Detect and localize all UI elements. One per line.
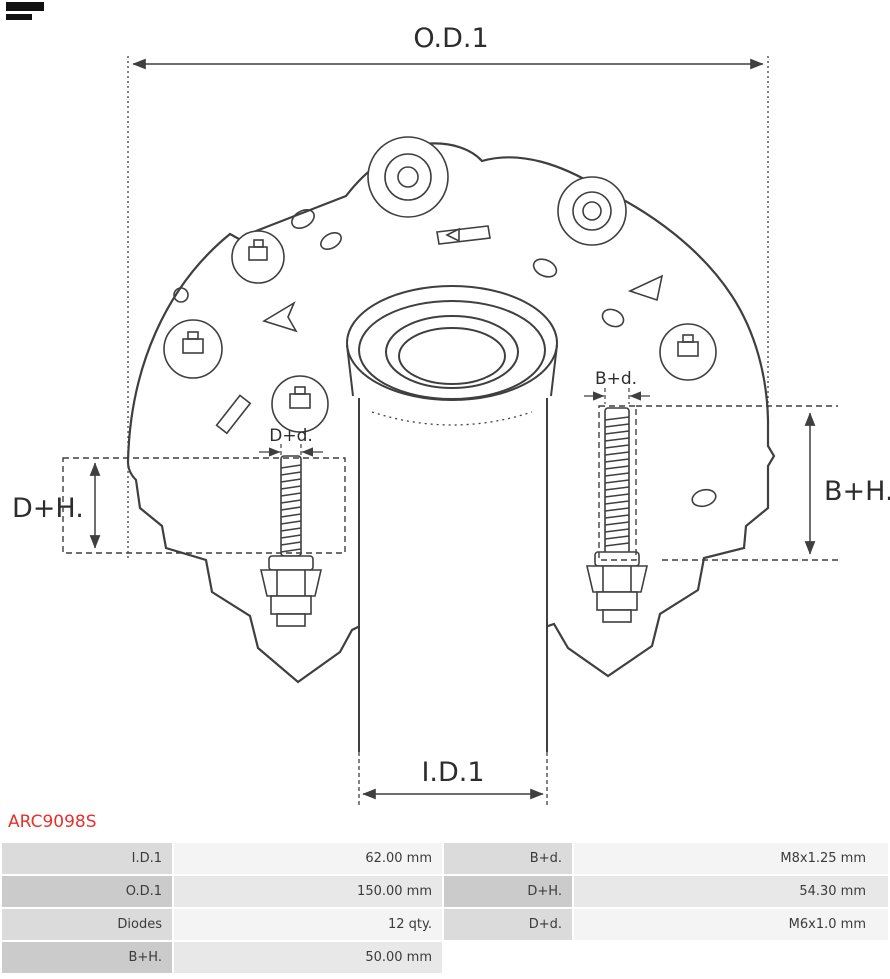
dim-id1-label: I.D.1 [421, 757, 484, 788]
spec-value-bd: M8x1.25 mm [574, 843, 888, 874]
spec-label-diodes: Diodes [2, 909, 172, 940]
spec-value-dd: M6x1.0 mm [574, 909, 888, 940]
barcode-bar [6, 14, 32, 20]
dim-dh: D+H. [12, 457, 346, 554]
dim-dh-label: D+H. [12, 493, 84, 524]
spec-label-bh: B+H. [2, 942, 172, 973]
dim-bh-label: B+H. [824, 476, 890, 507]
slot-cutout [436, 225, 491, 245]
spec-label-od1: O.D.1 [2, 876, 172, 907]
dim-bh: B+H. [598, 405, 890, 561]
spec-table: I.D.1 62.00 mm B+d. M8x1.25 mm O.D.1 150… [2, 843, 888, 973]
dim-bd-label: B+d. [595, 369, 637, 389]
mounting-boss [557, 176, 627, 246]
spec-value-dh: 54.30 mm [574, 876, 888, 907]
spec-value-empty [574, 942, 888, 973]
stud-nut [259, 569, 323, 597]
spec-value-diodes: 12 qty. [174, 909, 442, 940]
dim-bd: B+d. [584, 369, 650, 404]
left-stud [259, 455, 323, 627]
stud-flange [594, 551, 640, 567]
spec-label-empty [444, 942, 572, 973]
stud-flange [268, 555, 314, 571]
center-bore-collar [346, 285, 558, 426]
spec-value-od1: 150.00 mm [174, 876, 442, 907]
technical-drawing: O.D.1 I.D.1 D+H. D+d. B+d. [12, 23, 890, 806]
dim-dd-label: D+d. [269, 426, 313, 446]
diode-terminal [231, 230, 285, 284]
molded-arrow [627, 274, 664, 302]
stud-nut [585, 565, 649, 593]
dim-dd: D+d. [259, 426, 323, 458]
diode-terminal [271, 375, 329, 433]
molded-arrow [262, 301, 298, 333]
part-number: ARC9098S [8, 812, 97, 832]
dim-od1-label: O.D.1 [413, 23, 488, 54]
spec-label-bd: B+d. [444, 843, 572, 874]
spec-value-bh: 50.00 mm [174, 942, 442, 973]
spec-value-id1: 62.00 mm [174, 843, 442, 874]
spec-label-id1: I.D.1 [2, 843, 172, 874]
diode-terminal [163, 319, 223, 379]
right-stud [585, 407, 649, 623]
barcode-bar [6, 2, 44, 11]
plate-detail-holes [163, 136, 717, 508]
barcode-mark [6, 2, 44, 20]
spec-label-dh: D+H. [444, 876, 572, 907]
slot-cutout [215, 394, 252, 435]
shaft-channel [358, 396, 548, 752]
mounting-boss [367, 136, 449, 218]
dim-id1: I.D.1 [358, 752, 548, 806]
spec-label-dd: D+d. [444, 909, 572, 940]
diode-terminal [659, 323, 717, 381]
dim-od1: O.D.1 [127, 23, 769, 560]
